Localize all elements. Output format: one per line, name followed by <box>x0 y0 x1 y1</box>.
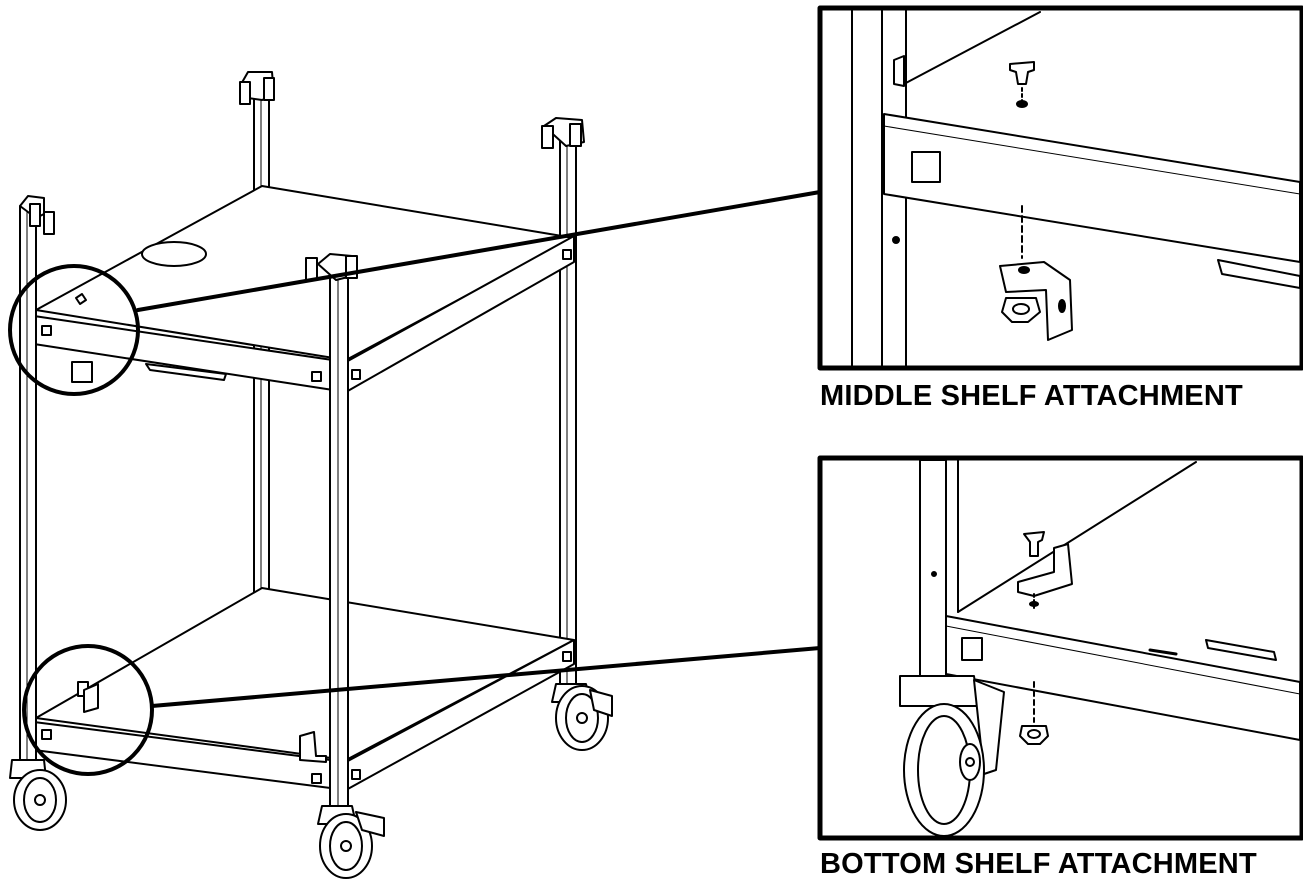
caster-rear-right <box>551 683 613 751</box>
caster-front-left <box>9 759 67 831</box>
bottom-shelf-leader-line <box>150 646 822 708</box>
middle-shelf-caption: MIDDLE SHELF ATTACHMENT <box>820 380 1243 412</box>
shelf-hole <box>141 241 207 267</box>
bottom-shelf-caption: BOTTOM SHELF ATTACHMENT <box>820 848 1257 880</box>
bottom-shelf-callout-circle <box>22 644 154 776</box>
middle-shelf-detail-panel <box>817 5 1303 371</box>
cart-illustration <box>9 71 613 879</box>
front-right-post <box>305 253 358 811</box>
middle-shelf-callout-circle <box>8 264 140 396</box>
caster-front-right <box>317 805 385 879</box>
middle-shelf-leader-line <box>136 190 822 312</box>
rear-right-post <box>541 117 585 697</box>
bottom-shelf-detail-panel <box>817 455 1303 841</box>
front-left-post <box>19 195 55 761</box>
